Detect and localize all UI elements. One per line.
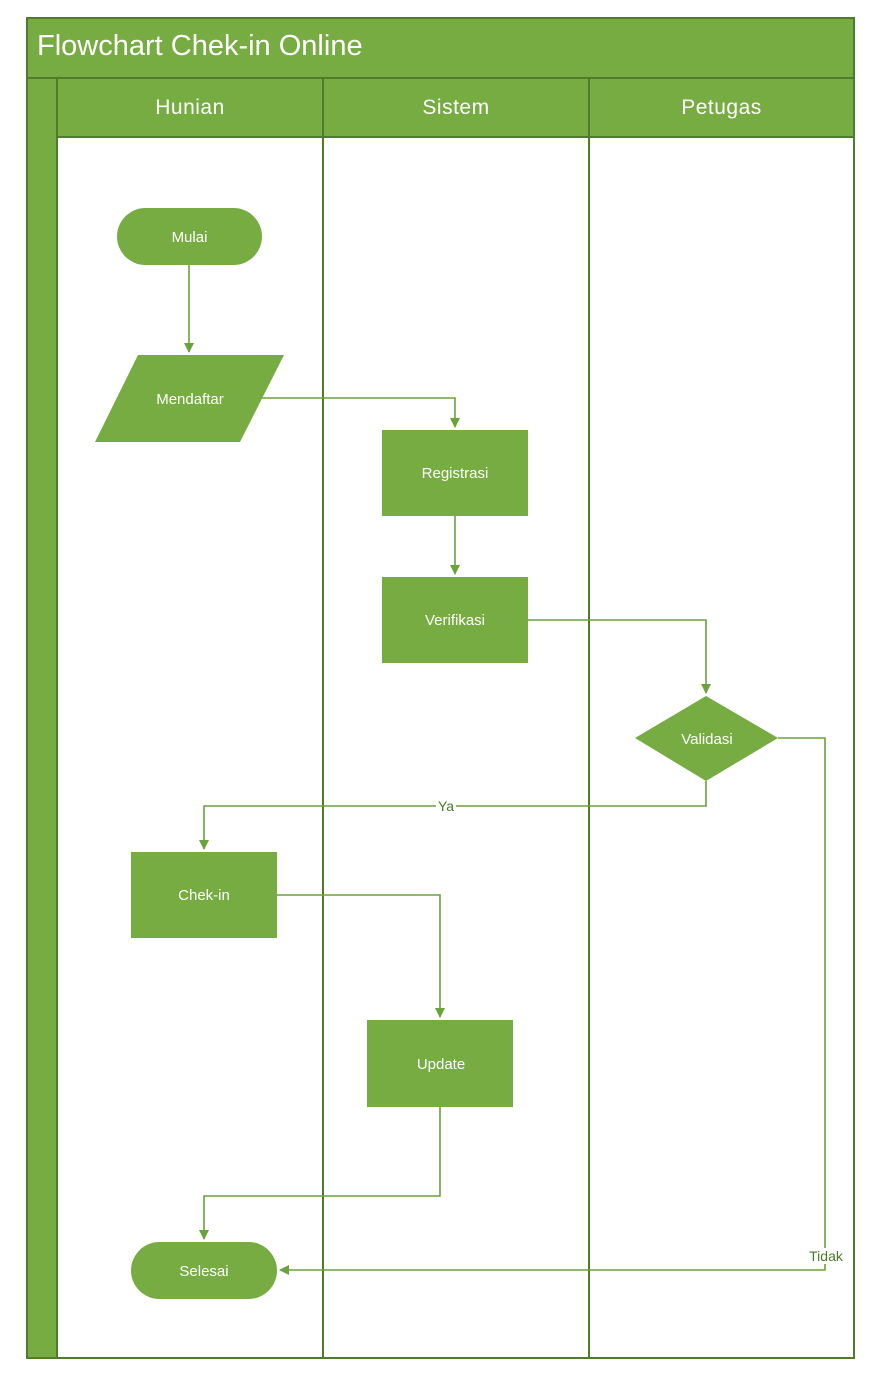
edge-label-ya-background	[436, 799, 456, 814]
lane-divider	[322, 79, 324, 1357]
lane-divider	[588, 79, 590, 1357]
lane-header-hunian: Hunian	[58, 79, 322, 138]
update-process	[367, 1020, 513, 1107]
lane-header-sistem: Sistem	[324, 79, 588, 138]
start-label: Mulai	[172, 229, 208, 246]
edge-validasi-selesai	[279, 737, 826, 1275]
registrasi-process	[382, 430, 528, 516]
edge-chekin-update	[277, 894, 445, 1018]
validasi-label: Validasi	[681, 731, 732, 748]
edge-label-tidak-background	[806, 1248, 846, 1264]
verifikasi-process	[382, 577, 528, 663]
pool-side-strip	[28, 79, 58, 1357]
validasi-decision	[635, 696, 778, 781]
mendaftar-label: Mendaftar	[156, 391, 224, 408]
end-label: Selesai	[179, 1263, 228, 1280]
start-terminator	[117, 208, 262, 265]
verifikasi-label: Verifikasi	[425, 612, 485, 629]
edge-verifikasi-validasi	[528, 619, 711, 694]
end-terminator	[131, 1242, 277, 1299]
diagram-title: Flowchart Chek-in Online	[37, 30, 363, 62]
lane-header-petugas: Petugas	[590, 79, 853, 138]
edge-validasi-chekin	[199, 781, 707, 850]
chekin-process	[131, 852, 277, 938]
lane-label-hunian: Hunian	[155, 95, 225, 119]
lane-label-petugas: Petugas	[681, 95, 762, 119]
title-bar: Flowchart Chek-in Online	[28, 19, 853, 79]
mendaftar-io-shape	[95, 355, 284, 442]
chekin-label: Chek-in	[178, 887, 230, 904]
lane-label-sistem: Sistem	[422, 95, 490, 119]
edge-label-tidak: Tidak	[809, 1248, 844, 1264]
edge-update-selesai	[199, 1107, 441, 1240]
update-label: Update	[417, 1056, 465, 1073]
edge-mendaftar-registrasi	[260, 397, 460, 428]
edge-label-ya: Ya	[438, 798, 454, 814]
registrasi-label: Registrasi	[422, 465, 489, 482]
